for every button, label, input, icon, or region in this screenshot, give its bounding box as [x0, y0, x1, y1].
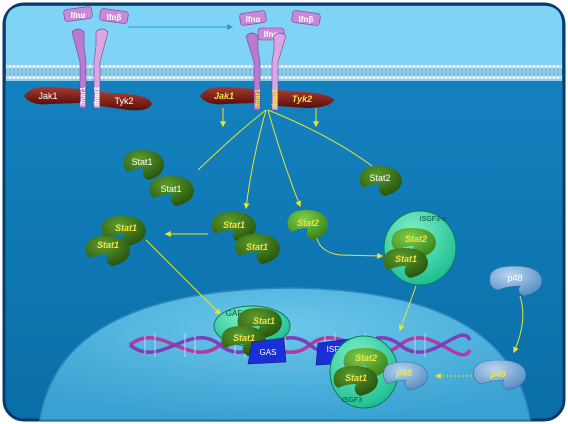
- ifnar1-label-left: Ifnar1: [80, 87, 87, 106]
- tyk2-kinase-right: [278, 90, 334, 108]
- gaf-label: GAF: [226, 309, 243, 318]
- isgf3-stat2-label: Stat2: [355, 353, 377, 363]
- gas-label: GAS: [260, 348, 277, 357]
- tyk2-label-right: Tyk2: [292, 94, 312, 104]
- stat2-inactive: Stat2: [359, 166, 402, 196]
- p48-cytoplasm: p48: [489, 265, 543, 297]
- arrow-to-stat1-inactive: [197, 109, 267, 171]
- stat1-active-2: Stat1: [235, 234, 280, 264]
- signal-arrows: [145, 108, 524, 379]
- gaf-complex: GAF Stat1 Stat1 GAS: [213, 305, 291, 365]
- arrow-to-stat2-active: [267, 109, 302, 208]
- gas-element: [247, 337, 287, 365]
- arrow-to-stat1-active: [243, 109, 267, 210]
- stat1-dimer-top-label: Stat1: [115, 223, 137, 233]
- tyk2-label-left: Tyk2: [114, 96, 133, 106]
- stat2-inactive-label: Stat2: [369, 173, 390, 183]
- ifnar1-label-right: Ifnar1: [255, 89, 262, 108]
- arrow-isgf3a-to-nucleus: [398, 285, 417, 332]
- isre-label: ISRE: [327, 345, 346, 354]
- jak1-label-right: Jak1: [214, 91, 234, 101]
- ifnar1-chain-right: [245, 32, 261, 111]
- stat1-inactive-a-label: Stat1: [131, 157, 152, 167]
- dna-strand-2: [128, 333, 472, 354]
- ifnar2-chain-left: [93, 28, 109, 109]
- stat2-active: Stat2: [287, 210, 328, 240]
- isgf3a-label: ISGF3-α: [420, 216, 447, 223]
- stat1-active-1-label: Stat1: [223, 220, 245, 230]
- arrow-to-stat2-inactive: [267, 109, 373, 167]
- arrow-to-gaf: [145, 239, 221, 315]
- stat1-active-2-label: Stat1: [246, 242, 268, 252]
- ifnar2-label-left: Ifnar2: [94, 87, 101, 106]
- isgf3-complex: ISRE ISGF3 Stat2 Stat1 p48: [315, 335, 429, 409]
- ifn-alpha-label-left: Ifnα: [71, 11, 86, 20]
- stat1-active-1: Stat1: [211, 212, 256, 242]
- isgf3-label: ISGF3: [342, 397, 362, 404]
- p48-cytoplasm-label: p48: [507, 273, 522, 283]
- isgf3a-complex: ISGF3-α Stat2 Stat1: [383, 210, 457, 286]
- ifnar2-chain-right: [271, 32, 287, 111]
- stat1-inactive-b: Stat1: [149, 176, 194, 206]
- ifn-beta-label-right: Ifnβ: [299, 15, 314, 24]
- ifn-beta-label-left: Ifnβ: [107, 13, 122, 22]
- ifn-beta-ligand-left: [99, 8, 129, 24]
- ifnar1-chain-left: [71, 28, 87, 109]
- isgf3-p48-label: p48: [395, 368, 412, 378]
- stat1-inactive-a: Stat1: [123, 150, 164, 180]
- cell-membrane: [6, 64, 562, 81]
- gaf-stat1-top-label: Stat1: [253, 316, 275, 326]
- gaf-stat1-bottom-label: Stat1: [233, 333, 255, 343]
- stat1-inactive-b-label: Stat1: [160, 184, 181, 194]
- ifn-alpha-label-right: Ifnα: [246, 15, 261, 24]
- ifn-alpha-bound-label-right: Ifnα: [264, 30, 279, 39]
- jak1-kinase-right: [200, 86, 254, 105]
- ifn-alpha-ligand-left: [63, 6, 93, 22]
- stat1-dimer: Stat1 Stat1: [85, 216, 146, 266]
- stat1-dimer-bottom-label: Stat1: [97, 240, 119, 250]
- arrow-p48-to-nucleus: [513, 295, 524, 354]
- ifn-beta-ligand-right: [291, 10, 321, 26]
- isgf3a-stat2-label: Stat2: [405, 234, 427, 244]
- stat2-active-label: Stat2: [297, 218, 319, 228]
- jak1-kinase-left: [24, 86, 80, 105]
- jak1-label-left: Jak1: [38, 91, 57, 101]
- isgf3a-stat1-label: Stat1: [395, 254, 417, 264]
- tyk2-kinase-left: [100, 92, 152, 111]
- receptor-left: Ifnα Ifnβ Ifnar1 Ifnar2 Jak1 Tyk2: [24, 6, 152, 111]
- receptor-right: Ifnα Ifnα Ifnβ Ifnar1 Ifnar2 Jak1 Tyk2: [200, 10, 334, 111]
- ifnar2-label-right: Ifnar2: [272, 89, 279, 108]
- ifn-alpha-ligand-right: [239, 10, 267, 26]
- isgf3-stat1-label: Stat1: [345, 373, 367, 383]
- p48-nucleus: p48: [473, 359, 527, 391]
- p48-nucleus-label: p48: [489, 369, 506, 379]
